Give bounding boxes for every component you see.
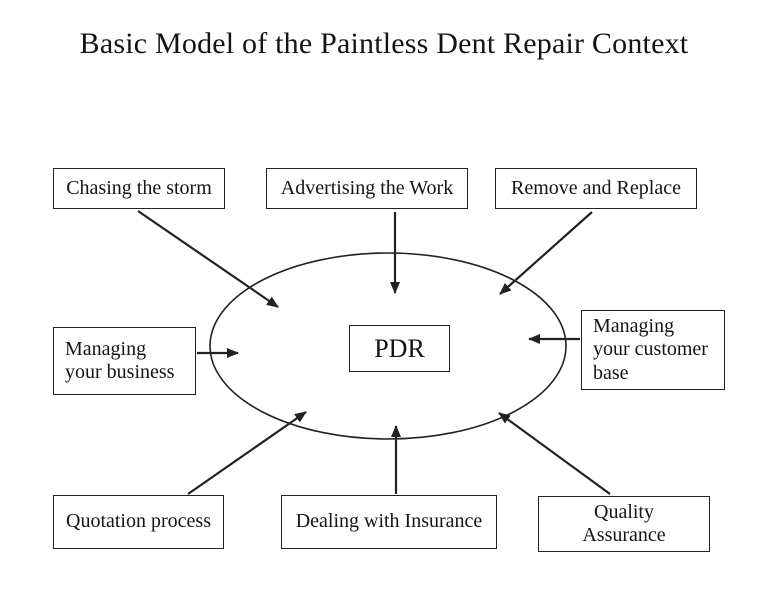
pdr-label: PDR: [374, 333, 425, 363]
node-quotation-process: Quotation process: [53, 495, 224, 549]
node-label-managing-your-business: Managing your business: [65, 337, 175, 383]
node-pdr: PDR: [349, 325, 450, 372]
node-chasing-the-storm: Chasing the storm: [53, 168, 225, 209]
arrow-quotation-process: [187, 411, 307, 495]
node-managing-your-customer-base: Managing your customer base: [581, 310, 725, 390]
arrow-remove-and-replace: [499, 211, 593, 295]
node-label-quotation-process: Quotation process: [66, 510, 211, 533]
node-label-dealing-with-insurance: Dealing with Insurance: [295, 510, 483, 533]
node-remove-and-replace: Remove and Replace: [495, 168, 697, 209]
node-label-quality-assurance: Quality Assurance: [582, 500, 666, 546]
node-label-advertising-the-work: Advertising the Work: [280, 176, 454, 199]
context-ellipse: [209, 252, 567, 440]
diagram-title: Basic Model of the Paintless Dent Repair…: [79, 27, 689, 60]
node-managing-your-business: Managing your business: [53, 327, 196, 395]
node-label-remove-and-replace: Remove and Replace: [511, 176, 681, 199]
node-quality-assurance: Quality Assurance: [538, 496, 710, 552]
node-label-managing-your-customer-base: Managing your customer base: [593, 315, 708, 384]
arrow-quality-assurance: [498, 412, 611, 495]
node-dealing-with-insurance: Dealing with Insurance: [281, 495, 497, 549]
arrow-chasing-the-storm: [137, 210, 279, 308]
node-label-chasing-the-storm: Chasing the storm: [66, 176, 212, 199]
node-advertising-the-work: Advertising the Work: [266, 168, 468, 209]
